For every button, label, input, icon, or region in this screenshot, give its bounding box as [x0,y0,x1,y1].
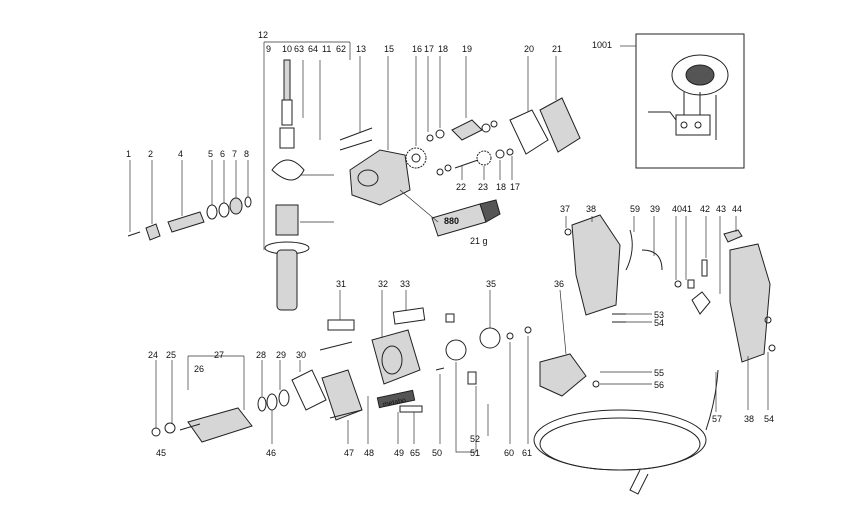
callout-31: 31 [336,279,346,289]
callout-8: 8 [244,149,249,159]
callout-59: 59 [630,204,640,214]
callout-1: 1 [126,149,131,159]
callout-37: 37 [560,204,570,214]
callout-52: 52 [470,434,480,444]
callout-64: 64 [308,44,318,54]
callout-25: 25 [166,350,176,360]
grease-amount-label: 21 g [470,236,488,246]
callout-39: 39 [650,204,660,214]
gear-16 [405,56,427,169]
callout-29: 29 [276,350,286,360]
callout-15: 15 [384,44,394,54]
callout-30: 30 [296,350,306,360]
switch-and-cable [533,289,719,495]
callout-33: 33 [400,279,410,289]
chuck-assembly [127,160,252,241]
callout-45: 45 [156,448,166,458]
grease-tube: 880 21 g [399,189,501,246]
callout-54: 54 [764,414,774,424]
brush-holder [445,290,501,361]
wiring-inset [620,33,745,169]
callout-24: 24 [148,350,158,360]
callout-4: 4 [178,149,183,159]
switch-parts [625,216,743,315]
callout-38: 38 [586,204,596,214]
callout-55: 55 [654,368,664,378]
stator-housing [371,290,421,385]
callout-49: 49 [394,448,404,458]
callout-53: 53 [654,310,664,320]
callout-9: 9 [266,44,271,54]
callout-27: 27 [214,350,224,360]
brand-plate: metabo [376,389,423,444]
label-plate-31 [327,290,355,331]
callout-38: 38 [744,414,754,424]
callout-32: 32 [378,279,388,289]
callout-22: 22 [456,182,466,192]
callout-26: 26 [194,364,204,374]
callout-10: 10 [282,44,292,54]
screws-53-54 [612,313,652,323]
callout-65: 65 [410,448,420,458]
callout-16: 16 [412,44,422,54]
callout-1001: 1001 [592,40,612,50]
callout-46: 46 [266,448,276,458]
callout-40: 40 [672,204,682,214]
screws-13 [339,56,373,151]
callout-42: 42 [700,204,710,214]
handle-housing-left [564,214,621,316]
callout-62: 62 [336,44,346,54]
callout-44: 44 [732,204,742,214]
callout-7: 7 [232,149,237,159]
callout-21: 21 [552,44,562,54]
callout-6: 6 [220,149,225,159]
callout-5: 5 [208,149,213,159]
gasket-and-cover [509,56,581,155]
callout-56: 56 [654,380,664,390]
callout-63: 63 [294,44,304,54]
callout-43: 43 [716,204,726,214]
callout-35: 35 [486,279,496,289]
callout-28: 28 [256,350,266,360]
field-coil [319,341,369,444]
callout-13: 13 [356,44,366,54]
small-parts-bottom [435,326,532,453]
gear-shaft-parts [426,56,514,180]
brand-plate-text: metabo [382,397,406,409]
callout-61: 61 [522,448,532,458]
callout-2: 2 [148,149,153,159]
handle-housing-right [729,243,776,410]
callout-54: 54 [654,318,664,328]
callout-17: 17 [510,182,520,192]
grease-tube-label: 880 [444,216,459,226]
gear-housing [349,56,411,206]
callout-23: 23 [478,182,488,192]
callout-18: 18 [496,182,506,192]
callout-18: 18 [438,44,448,54]
callout-48: 48 [364,448,374,458]
callout-60: 60 [504,448,514,458]
callout-20: 20 [524,44,534,54]
callout-17: 17 [424,44,434,54]
callout-19: 19 [462,44,472,54]
callout-36: 36 [554,279,564,289]
callout-11: 11 [322,44,331,54]
callout-12: 12 [258,30,268,40]
callout-51: 51 [470,448,480,458]
callout-57: 57 [712,414,722,424]
armature-assembly [151,355,327,444]
side-handle-assembly [263,41,351,311]
callout-41: 41 [682,204,692,214]
callout-47: 47 [344,448,354,458]
rating-plate [392,290,426,325]
callout-50: 50 [432,448,442,458]
